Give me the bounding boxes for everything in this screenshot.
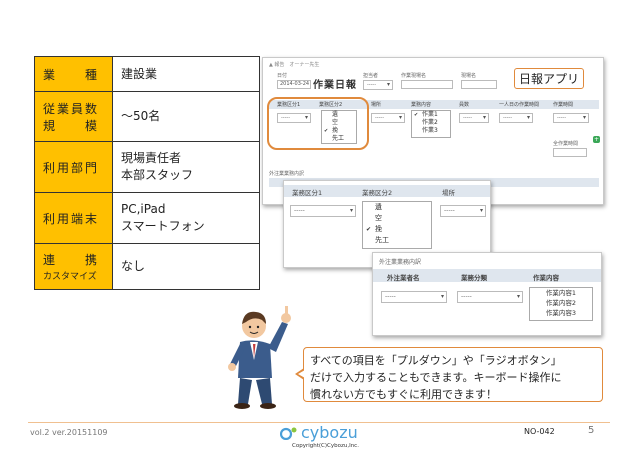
info-value-industry: 建設業	[112, 56, 260, 92]
listbox-option[interactable]: 作業内容3	[545, 309, 577, 317]
info-value-employees: ～50名	[112, 91, 260, 142]
zoom-header-bar	[284, 185, 490, 197]
zoom-cat2-listbox[interactable]: 遺 空 挽 先工	[362, 201, 432, 249]
vendor-dropdown[interactable]: -----	[381, 291, 447, 303]
zoom-col-header-vendor: 外注業者名	[387, 274, 420, 282]
speech-bubble-tail-inner	[298, 370, 305, 378]
col-header-count: 員数	[459, 102, 470, 108]
cat1-dropdown[interactable]: -----	[277, 113, 311, 123]
zoom-col-header-type: 業務分類	[461, 274, 487, 282]
bubble-line: すべての項目を「プルダウン」や「ラジオボタン」	[310, 354, 562, 367]
app-name-callout: 日報アプリ	[514, 68, 585, 89]
subcontractor-zoom: 外注業業務内訳 外注業者名 業務分類 作業内容 ----- ----- 作業内容…	[372, 252, 602, 336]
zoom-subtable-header-bar	[373, 269, 601, 282]
zoom-col-header-cat1: 業務区分1	[292, 189, 323, 197]
listbox-option[interactable]: 遺	[375, 203, 382, 211]
type-dropdown[interactable]: -----	[457, 291, 523, 303]
owner-dropdown[interactable]: -----	[363, 80, 393, 90]
info-label-integration: 連 携 カスタマイズ	[34, 243, 113, 290]
table-header-bar	[269, 100, 599, 109]
col-header-cat2: 業務区分2	[319, 102, 343, 108]
info-row-department: 利用部門 現場責任者 本部スタッフ	[34, 141, 260, 193]
info-label-employees: 従業員数 規 模	[34, 91, 113, 142]
col-header-hours-per-person: 一人日の作業時間	[499, 102, 540, 108]
info-value-department: 現場責任者 本部スタッフ	[112, 141, 260, 193]
subtable-section-label: 外注業業務内訳	[269, 171, 305, 177]
listbox-option[interactable]: 作業3	[422, 127, 438, 134]
listbox-option[interactable]: 空	[375, 214, 382, 222]
total-hours-label: 全作業時間	[553, 141, 579, 147]
listbox-option[interactable]: 遺	[332, 111, 339, 118]
info-value-integration: なし	[112, 243, 260, 290]
app-title: 作業日報	[313, 80, 357, 91]
company-info-table: 業 種 建設業 従業員数 規 模 ～50名 利用部門 現場責任者 本部スタッフ …	[34, 56, 260, 290]
field-label-location: 現場名	[461, 73, 477, 79]
footer-divider	[28, 422, 610, 423]
zoom-subtable-label: 外注業業務内訳	[379, 259, 422, 266]
listbox-option[interactable]: 作業内容1	[545, 289, 577, 297]
highlight-ring	[267, 97, 369, 150]
count-dropdown[interactable]: -----	[459, 113, 489, 123]
listbox-option[interactable]: 空	[332, 119, 339, 126]
info-label-devices: 利用端末	[34, 192, 113, 244]
field-label-owner: 担当者	[363, 73, 379, 79]
col-header-work: 業務内容	[411, 102, 432, 108]
add-row-plus-icon[interactable]: +	[593, 136, 600, 143]
content-listbox[interactable]: 作業内容1 作業内容2 作業内容3	[529, 287, 593, 321]
businessman-illustration-icon	[228, 306, 291, 409]
info-row-employees: 従業員数 規 模 ～50名	[34, 91, 260, 142]
col-header-cat1: 業務区分1	[277, 102, 301, 108]
col-header-hours: 作業時間	[553, 102, 574, 108]
page-number: 5	[588, 425, 595, 436]
total-hours-field[interactable]	[553, 148, 587, 157]
zoom-col-header-content: 作業内容	[533, 274, 559, 282]
listbox-option[interactable]: 挽	[322, 127, 356, 135]
listbox-option[interactable]: 先工	[375, 236, 389, 244]
zoom-place-dropdown[interactable]: -----	[440, 205, 486, 217]
hours-per-person-dropdown[interactable]: -----	[499, 113, 533, 123]
info-label-industry: 業 種	[34, 56, 113, 92]
field-label-date: 日付	[277, 73, 288, 79]
info-value-devices: PC,iPad スマートフォン	[112, 192, 260, 244]
breadcrumb: ▲ 報告 オーナー先生	[269, 62, 320, 68]
cat2-listbox[interactable]: 遺 空 挽 先工	[321, 110, 357, 144]
info-label-department: 利用部門	[34, 141, 113, 193]
bubble-line: 慣れない方でもすぐに利用できます！	[310, 388, 497, 401]
site-name-field[interactable]	[401, 80, 453, 89]
work-listbox[interactable]: 作業1 作業2 作業3	[411, 110, 451, 138]
logo-text: cybozu	[301, 423, 358, 442]
date-field[interactable]: 2014-03-24	[277, 80, 311, 89]
zoom-col-header-place: 場所	[442, 189, 455, 197]
listbox-option[interactable]: 挽	[363, 224, 431, 235]
cybozu-logo: cybozu	[280, 423, 358, 442]
field-label-site: 作業現場名	[401, 73, 427, 79]
speech-bubble: すべての項目を「プルダウン」や「ラジオボタン」 だけで入力することもできます。キ…	[303, 347, 603, 402]
col-header-place: 場所	[371, 102, 382, 108]
cybozu-logo-mark-icon	[280, 427, 297, 440]
info-row-industry: 業 種 建設業	[34, 56, 260, 92]
listbox-option[interactable]: 先工	[332, 135, 345, 142]
listbox-option[interactable]: 作業2	[422, 119, 438, 126]
copyright: Copyright(C)Cybozu,Inc.	[292, 443, 359, 449]
listbox-option[interactable]: 作業1	[412, 111, 450, 119]
info-row-integration: 連 携 カスタマイズ なし	[34, 243, 260, 290]
document-number: NO-042	[524, 427, 555, 436]
listbox-option[interactable]: 作業内容2	[545, 299, 577, 307]
version-label: vol.2 ver.20151109	[30, 428, 108, 437]
info-row-devices: 利用端末 PC,iPad スマートフォン	[34, 192, 260, 244]
zoom-col-header-cat2: 業務区分2	[362, 189, 393, 197]
hours-dropdown[interactable]: -----	[553, 113, 589, 123]
zoom-cat1-dropdown[interactable]: -----	[290, 205, 356, 217]
bubble-line: だけで入力することもできます。キーボード操作に	[310, 371, 562, 384]
location-field[interactable]	[461, 80, 497, 89]
place-dropdown[interactable]: -----	[371, 113, 405, 123]
